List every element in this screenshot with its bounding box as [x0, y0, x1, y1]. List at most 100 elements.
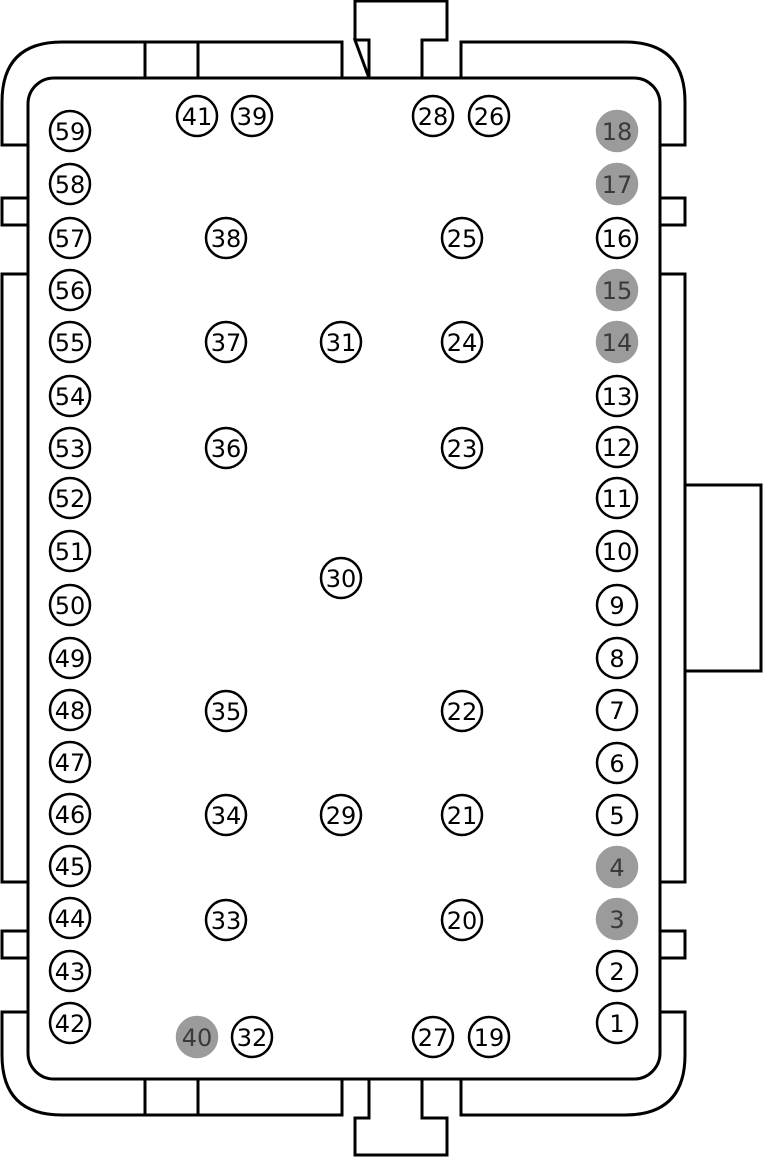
- pin-9: 9: [595, 583, 639, 627]
- pin-label: 6: [609, 750, 624, 778]
- pin-label: 48: [55, 697, 86, 725]
- pin-circle: [230, 1015, 274, 1059]
- pin-label: 1: [609, 1010, 624, 1038]
- pin-circle-filled: [175, 1015, 219, 1059]
- pin-circle: [595, 688, 639, 732]
- pin-label: 34: [211, 802, 242, 830]
- pin-label: 26: [474, 103, 505, 131]
- left-side-rail: [0, 272, 28, 884]
- pin-label: 10: [602, 538, 633, 566]
- pin-circle: [595, 425, 639, 469]
- pin-4: 4: [595, 845, 639, 889]
- pin-label: 27: [418, 1024, 449, 1052]
- pin-circle: [595, 793, 639, 837]
- pin-13: 13: [595, 374, 639, 418]
- right-clip-upper: [660, 196, 687, 227]
- pin-circle: [595, 374, 639, 418]
- pin-label: 15: [602, 277, 633, 305]
- pin-label: 35: [211, 698, 242, 726]
- pin-circle: [440, 426, 484, 470]
- pin-label: 4: [609, 854, 624, 882]
- pin-label: 41: [182, 103, 213, 131]
- pin-label: 33: [211, 907, 242, 935]
- pin-circle: [595, 1001, 639, 1045]
- pin-34: 34: [204, 793, 248, 837]
- pin-39: 39: [230, 94, 274, 138]
- pin-label: 24: [447, 329, 478, 357]
- pin-label: 53: [55, 435, 86, 463]
- left-clip-lower: [0, 929, 28, 960]
- pin-label: 28: [418, 103, 449, 131]
- pin-circle: [595, 583, 639, 627]
- pin-circle: [48, 109, 92, 153]
- pin-circle: [204, 689, 248, 733]
- pin-label: 2: [609, 958, 624, 986]
- pin-circle: [440, 320, 484, 364]
- pin-circle: [440, 898, 484, 942]
- pin-label: 11: [602, 485, 633, 513]
- pin-label: 7: [609, 697, 624, 725]
- pin-17: 17: [595, 162, 639, 206]
- pin-label: 23: [447, 435, 478, 463]
- pin-12: 12: [595, 425, 639, 469]
- pin-22: 22: [440, 689, 484, 733]
- pin-58: 58: [48, 162, 92, 206]
- pin-label: 9: [609, 592, 624, 620]
- pin-label: 16: [602, 225, 633, 253]
- pin-label: 22: [447, 698, 478, 726]
- pin-circle-filled: [595, 109, 639, 153]
- pin-8: 8: [595, 636, 639, 680]
- pin-label: 20: [447, 907, 478, 935]
- pin-52: 52: [48, 476, 92, 520]
- top-left-shell: [0, 40, 344, 147]
- pin-circle-filled: [595, 897, 639, 941]
- pin-57: 57: [48, 216, 92, 260]
- pin-53: 53: [48, 426, 92, 470]
- pin-label: 21: [447, 802, 478, 830]
- pin-33: 33: [204, 898, 248, 942]
- pin-circle: [319, 320, 363, 364]
- pin-45: 45: [48, 844, 92, 888]
- pin-16: 16: [595, 216, 639, 260]
- bottom-left-shell: [0, 1010, 344, 1117]
- pin-label: 50: [55, 592, 86, 620]
- pin-circle: [48, 529, 92, 573]
- pin-circle: [595, 529, 639, 573]
- pin-11: 11: [595, 476, 639, 520]
- pin-label: 45: [55, 853, 86, 881]
- pin-label: 39: [237, 103, 268, 131]
- pin-label: 44: [55, 905, 86, 933]
- pin-37: 37: [204, 320, 248, 364]
- pin-circle: [230, 94, 274, 138]
- pin-circle: [595, 741, 639, 785]
- pin-label: 13: [602, 383, 633, 411]
- pin-label: 54: [55, 383, 86, 411]
- pin-label: 31: [326, 329, 357, 357]
- pin-circle: [48, 792, 92, 836]
- pin-48: 48: [48, 688, 92, 732]
- pin-circle-filled: [595, 268, 639, 312]
- pin-circle: [175, 94, 219, 138]
- pin-24: 24: [440, 320, 484, 364]
- top-latch-tab-side: [353, 0, 449, 40]
- pin-label: 37: [211, 329, 242, 357]
- pin-label: 42: [55, 1010, 86, 1038]
- pin-43: 43: [48, 949, 92, 993]
- pin-label: 56: [55, 277, 86, 305]
- pin-36: 36: [204, 426, 248, 470]
- pin-circle: [48, 476, 92, 520]
- pin-30: 30: [319, 556, 363, 600]
- pin-46: 46: [48, 792, 92, 836]
- pin-circle: [48, 844, 92, 888]
- pin-circle: [204, 898, 248, 942]
- pin-circle: [48, 583, 92, 627]
- pin-label: 57: [55, 225, 86, 253]
- pin-6: 6: [595, 741, 639, 785]
- pin-15: 15: [595, 268, 639, 312]
- pin-label: 55: [55, 329, 86, 357]
- pin-circle: [595, 636, 639, 680]
- pin-circle-filled: [595, 845, 639, 889]
- pin-31: 31: [319, 320, 363, 364]
